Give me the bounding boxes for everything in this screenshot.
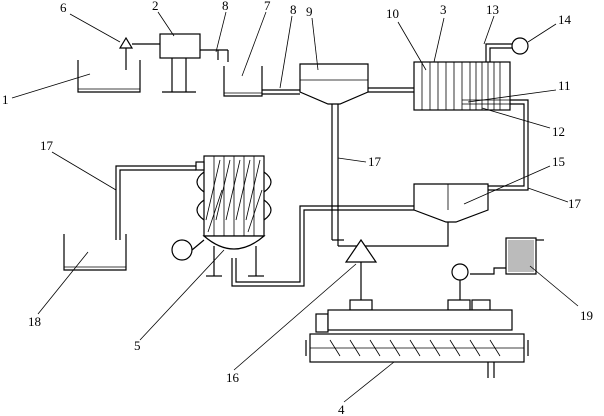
settler-15	[332, 183, 489, 247]
label-14: 14	[558, 12, 572, 27]
label-8b: 8	[290, 2, 297, 17]
label-17c: 17	[568, 196, 582, 211]
label-6: 6	[60, 0, 67, 15]
label-5: 5	[134, 338, 141, 353]
pipe-13	[485, 43, 512, 62]
leader-lines	[11, 11, 579, 403]
pipe-15-5	[231, 205, 414, 287]
label-1: 1	[2, 92, 9, 107]
gauge-14	[511, 37, 529, 55]
label-15: 15	[552, 154, 565, 169]
label-10: 10	[386, 6, 399, 21]
pipe-17-left	[115, 165, 196, 240]
label-8a: 8	[222, 0, 229, 13]
label-17a: 17	[40, 138, 54, 153]
tank-7	[223, 66, 263, 97]
label-17b: 17	[368, 154, 382, 169]
valve-6	[118, 36, 160, 70]
reactor-5	[171, 155, 272, 277]
hopper-16	[344, 238, 378, 302]
label-11: 11	[558, 78, 571, 93]
tank-18	[63, 234, 127, 271]
label-4: 4	[338, 402, 345, 416]
label-19: 19	[580, 308, 593, 323]
box-19	[451, 237, 544, 300]
reactor-4	[305, 299, 529, 378]
filter-stack-3	[413, 61, 511, 111]
pipe-3-15	[488, 99, 529, 191]
label-13: 13	[486, 2, 499, 17]
label-9: 9	[306, 4, 313, 19]
tank-1	[77, 60, 141, 93]
pump-2	[159, 33, 229, 93]
label-18: 18	[28, 314, 41, 329]
part-labels: 1 2 3 4 5 6 7 8 8 9 10 11 12 13 14 15 16…	[2, 0, 593, 416]
pipe-8	[262, 89, 300, 95]
label-2: 2	[152, 0, 159, 13]
label-7: 7	[264, 0, 271, 13]
settler-9	[299, 63, 369, 246]
label-12: 12	[552, 124, 565, 139]
label-3: 3	[440, 2, 447, 17]
pipe-9-3	[368, 87, 414, 93]
label-16: 16	[226, 370, 240, 385]
